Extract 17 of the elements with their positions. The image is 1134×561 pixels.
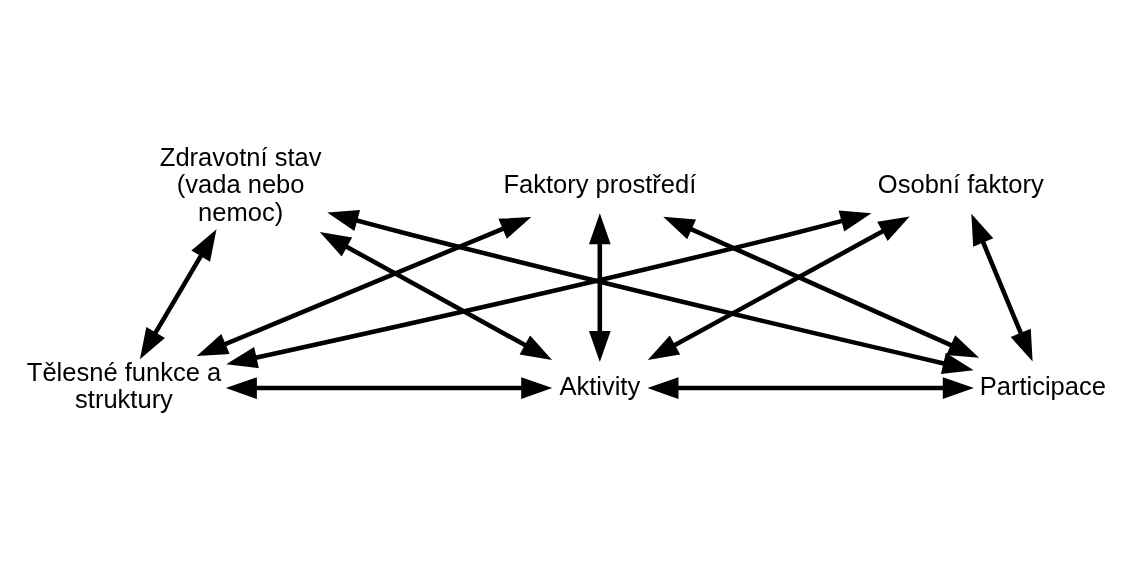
arrow <box>319 231 553 360</box>
node-text: Tělesné funkce a struktury <box>26 358 222 414</box>
arrow <box>663 216 980 358</box>
node-text: Participace <box>979 371 1106 400</box>
node-text: Zdravotní stav (vada nebo nemoc) <box>159 143 322 226</box>
arrow <box>327 210 974 374</box>
arrow <box>588 213 611 363</box>
arrow <box>225 377 553 399</box>
arrow <box>971 213 1033 362</box>
arrow <box>226 210 872 369</box>
node-text: Aktivity <box>559 371 641 400</box>
arrow <box>196 216 532 356</box>
node-text: Faktory prostředí <box>503 170 697 199</box>
arrow <box>647 377 974 399</box>
node-text: Osobní faktory <box>877 170 1044 199</box>
arrow <box>139 229 217 360</box>
arrow <box>647 216 910 360</box>
